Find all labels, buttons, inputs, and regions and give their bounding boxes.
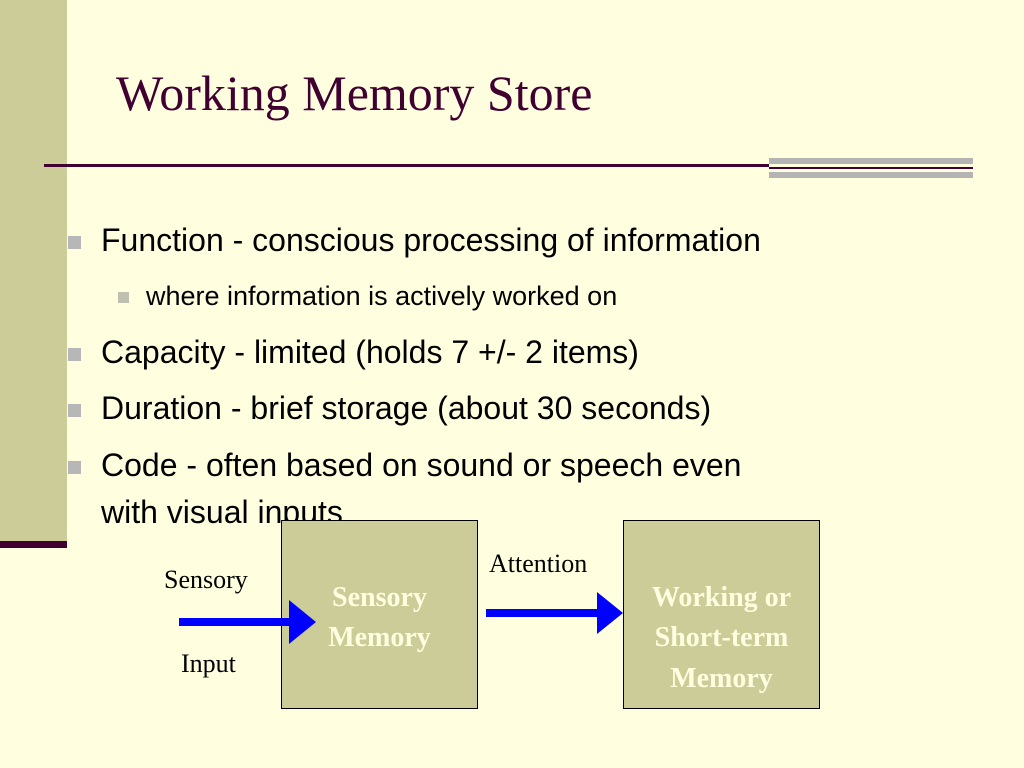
sensory-input-label-bottom: Input — [181, 649, 236, 678]
sensory-memory-box: Sensory Memory — [281, 520, 478, 709]
title-divider — [44, 164, 769, 167]
left-accent-bar — [0, 0, 67, 541]
box-label-line: Working or — [651, 582, 792, 613]
decorative-stripe-top — [769, 158, 973, 164]
box-label-line: Memory — [328, 622, 431, 653]
sensory-input-label-top: Sensory — [164, 565, 248, 594]
attention-arrow-icon — [486, 592, 623, 634]
decorative-stripe-middle — [769, 167, 973, 169]
attention-label: Attention — [489, 549, 588, 578]
working-memory-box: Working or Short-term Memory — [623, 520, 820, 709]
box-label-line: Short-term — [654, 622, 789, 653]
box-label-line: Sensory — [332, 582, 427, 613]
input-arrow-icon — [179, 600, 316, 644]
box-label-line: Memory — [670, 663, 773, 694]
slide-title: Working Memory Store — [116, 65, 593, 121]
left-accent-underline — [0, 541, 67, 548]
decorative-stripe-bottom — [769, 172, 973, 178]
